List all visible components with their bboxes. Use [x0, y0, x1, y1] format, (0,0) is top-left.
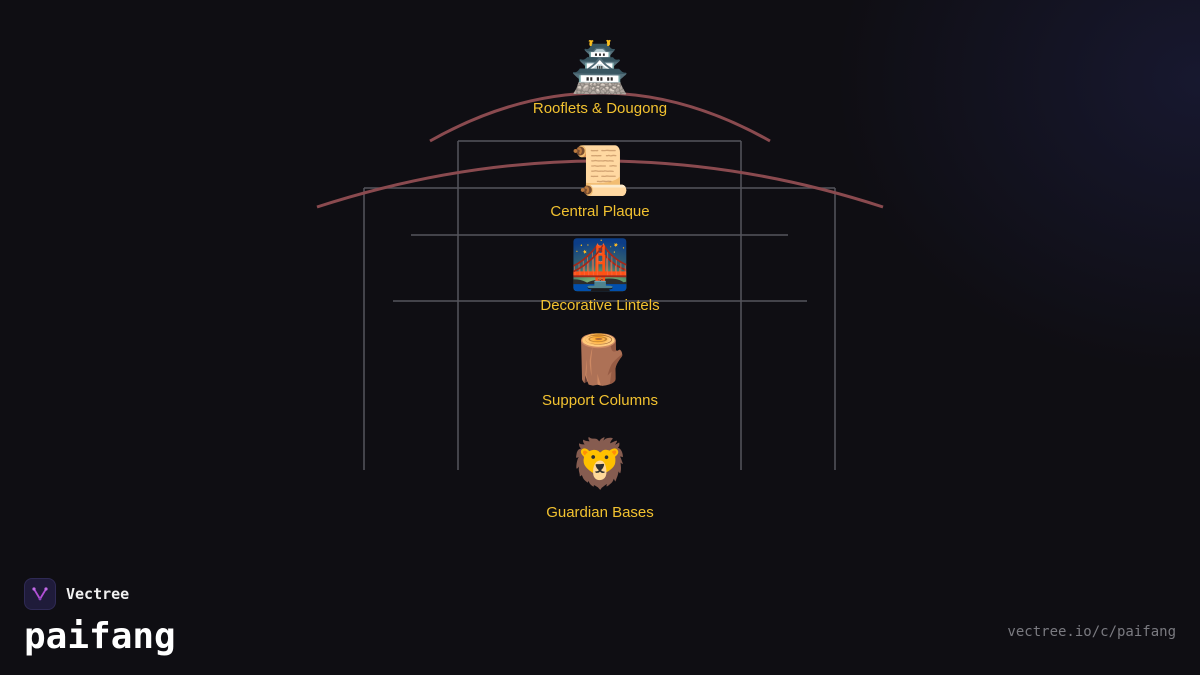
castle-icon: 🏯 [570, 40, 630, 96]
bridge-icon: 🌉 [570, 237, 630, 293]
node-label: Support Columns [542, 392, 658, 409]
lower-roof-arc [316, 159, 884, 209]
lion-icon: 🦁 [570, 436, 630, 492]
node-label: Guardian Bases [546, 504, 654, 521]
scroll-icon: 📜 [570, 143, 630, 199]
brand-block: Vectree paifang [24, 577, 176, 659]
node-central-plaque: 📜 Central Plaque [470, 143, 730, 220]
vectree-logo-icon [24, 578, 56, 610]
node-label: Central Plaque [550, 203, 650, 220]
site-url[interactable]: vectree.io/c/paifang [1007, 624, 1176, 640]
node-label: Rooflets & Dougong [532, 100, 668, 117]
page-title: paifang [24, 616, 176, 657]
node-support-columns: 🪵 Support Columns [470, 332, 730, 409]
wood-log-icon: 🪵 [570, 332, 630, 388]
upper-roof-arc [429, 91, 771, 143]
brand-row: Vectree [24, 577, 176, 611]
brand-name: Vectree [66, 585, 130, 603]
node-label: Decorative Lintels [540, 297, 660, 314]
node-decorative-lintels: 🌉 Decorative Lintels [470, 237, 730, 314]
node-rooflets: 🏯 Rooflets & Dougong [470, 40, 730, 117]
vectree-logo-mark [32, 587, 48, 601]
node-guardian-bases: 🦁 Guardian Bases [470, 436, 730, 521]
